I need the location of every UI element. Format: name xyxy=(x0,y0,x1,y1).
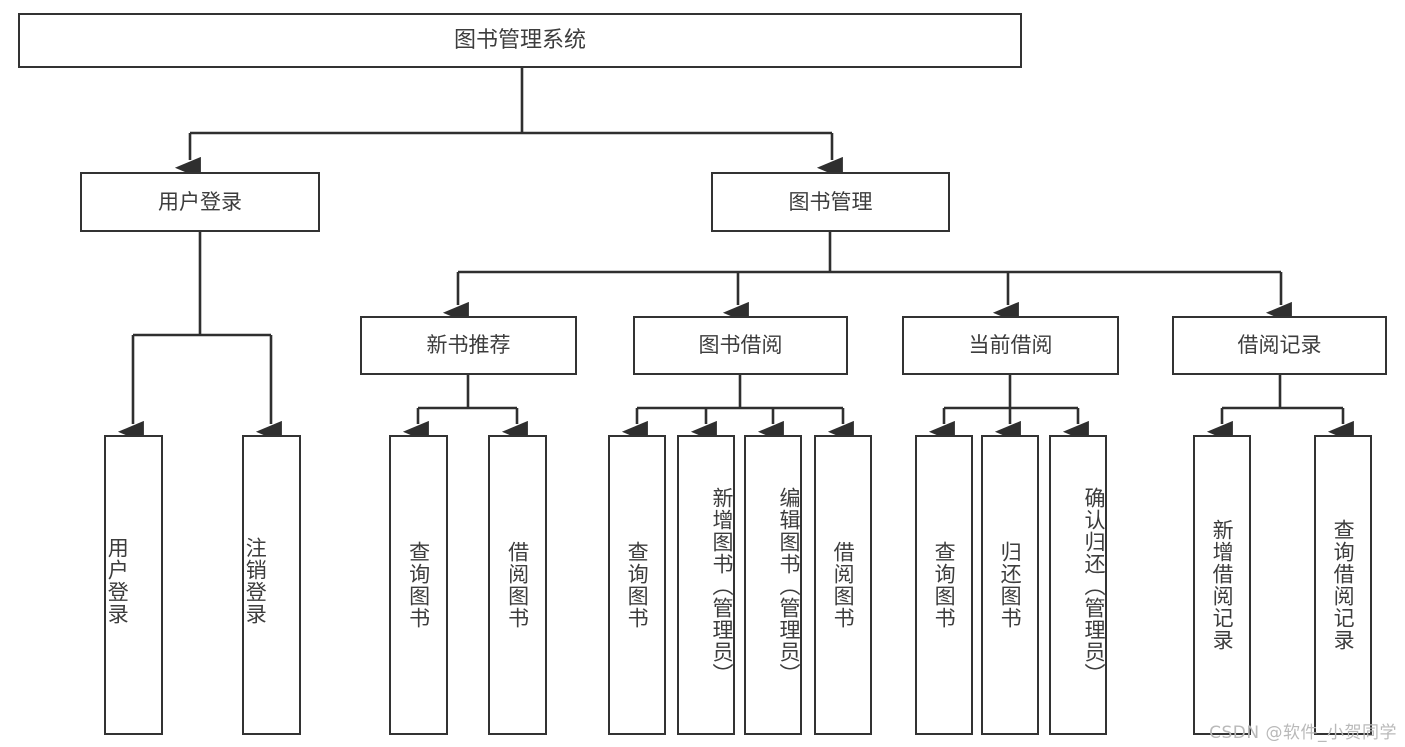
node-leaf-add-record[interactable]: 新增借阅记录 xyxy=(1193,435,1251,735)
node-leaf-query-book-3[interactable]: 查询图书 xyxy=(915,435,973,735)
node-leaf-edit-book-label: 编辑图书（管理员） xyxy=(777,487,801,685)
node-leaf-user-login[interactable]: 用户登录 xyxy=(104,435,163,735)
node-leaf-query-book-3-label: 查询图书 xyxy=(932,541,957,629)
node-leaf-borrow-book-2[interactable]: 借阅图书 xyxy=(814,435,872,735)
node-leaf-query-book-1-label: 查询图书 xyxy=(406,541,431,629)
node-leaf-logout-login-label: 注销登录 xyxy=(243,537,268,625)
node-leaf-query-book-1[interactable]: 查询图书 xyxy=(389,435,448,735)
node-leaf-logout-login[interactable]: 注销登录 xyxy=(242,435,301,735)
node-leaf-query-record-label: 查询借阅记录 xyxy=(1331,519,1356,651)
node-book-borrow[interactable]: 图书借阅 xyxy=(633,316,848,375)
node-leaf-borrow-book-2-label: 借阅图书 xyxy=(831,541,856,629)
node-root[interactable]: 图书管理系统 xyxy=(18,13,1022,68)
node-leaf-return-book-label: 归还图书 xyxy=(998,541,1023,629)
node-user-login[interactable]: 用户登录 xyxy=(80,172,320,232)
node-user-login-label: 用户登录 xyxy=(158,189,242,214)
node-leaf-query-record[interactable]: 查询借阅记录 xyxy=(1314,435,1372,735)
node-leaf-add-book-label: 新增图书（管理员） xyxy=(710,487,734,685)
node-leaf-confirm-return[interactable]: 确认归还（管理员） xyxy=(1049,435,1107,735)
watermark: CSDN @软件_小贺同学 xyxy=(1209,723,1397,743)
node-new-book-rec-label: 新书推荐 xyxy=(426,333,511,358)
node-borrow-record-label: 借阅记录 xyxy=(1237,333,1322,358)
node-leaf-add-record-label: 新增借阅记录 xyxy=(1210,519,1235,651)
node-leaf-return-book[interactable]: 归还图书 xyxy=(981,435,1039,735)
node-current-borrow[interactable]: 当前借阅 xyxy=(902,316,1119,375)
node-leaf-edit-book[interactable]: 编辑图书（管理员） xyxy=(744,435,802,735)
node-root-label: 图书管理系统 xyxy=(453,27,586,53)
node-borrow-record[interactable]: 借阅记录 xyxy=(1172,316,1387,375)
node-leaf-user-login-label: 用户登录 xyxy=(105,537,130,625)
node-leaf-confirm-return-label: 确认归还（管理员） xyxy=(1082,487,1106,685)
node-current-borrow-label: 当前借阅 xyxy=(968,333,1053,358)
node-leaf-borrow-book-1-label: 借阅图书 xyxy=(505,541,530,629)
node-leaf-query-book-2-label: 查询图书 xyxy=(625,541,650,629)
node-book-manage[interactable]: 图书管理 xyxy=(711,172,950,232)
node-book-manage-label: 图书管理 xyxy=(788,189,873,214)
node-leaf-query-book-2[interactable]: 查询图书 xyxy=(608,435,666,735)
node-book-borrow-label: 图书借阅 xyxy=(698,333,783,358)
node-new-book-rec[interactable]: 新书推荐 xyxy=(360,316,577,375)
node-leaf-borrow-book-1[interactable]: 借阅图书 xyxy=(488,435,547,735)
node-leaf-add-book[interactable]: 新增图书（管理员） xyxy=(677,435,735,735)
